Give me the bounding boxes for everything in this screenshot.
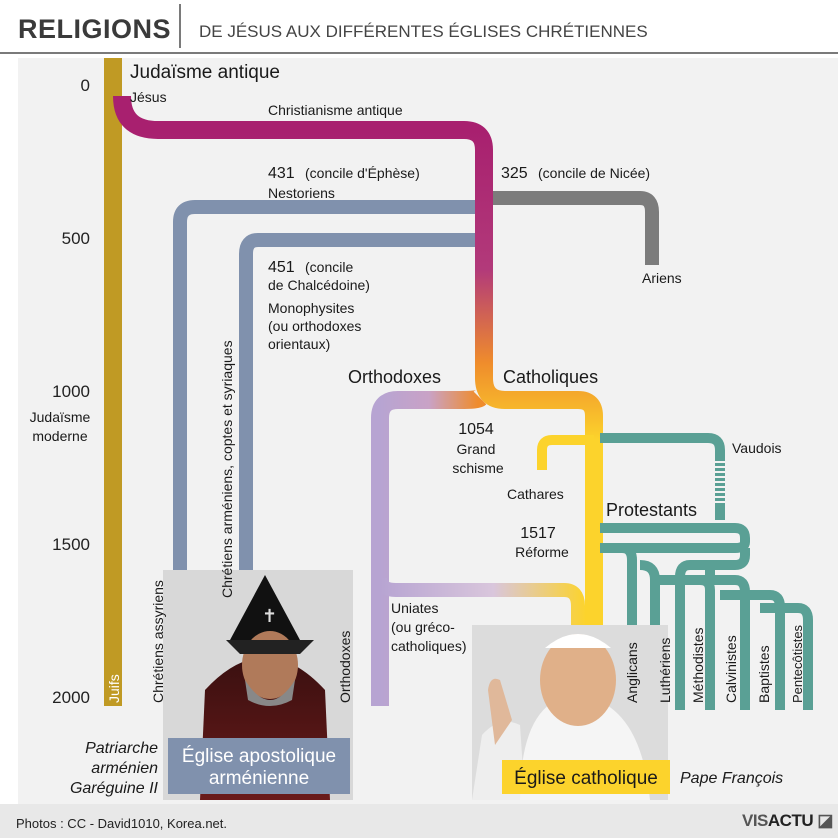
armenian-church-banner [168,738,350,794]
year-2000: 2000 [52,688,90,707]
ancient-christianity-label: Christianisme antique [268,102,403,118]
ancient-judaism-label: Judaïsme antique [130,62,280,83]
nicaea-note: (concile de Nicée) [538,165,650,181]
christianity-trunk [113,95,603,706]
uniates-branch [373,577,585,706]
monophysites-label-3: orientaux) [268,336,330,352]
jesus-label: Jésus [130,89,167,105]
lutherans-label: Luthériens [657,638,673,703]
logo-part-b: ACTU [767,811,814,830]
armenian-coptic-syriac-label: Chrétiens arméniens, coptes et syriaques [219,340,235,598]
page-subtitle: DE JÉSUS AUX DIFFÉRENTES ÉGLISES CHRÉTIE… [199,22,648,41]
logo-mark-icon: ◪ [813,811,833,830]
assyrian-christians-label: Chrétiens assyriens [150,580,166,703]
diagram-background [18,58,838,804]
monophysites-label-1: Monophysites [268,300,354,316]
patriarch-caption-1: Patriarche [85,740,158,757]
svg-text:✝: ✝ [262,606,277,626]
reformation-year: 1517 [520,525,556,542]
ephesus-note: (concile d'Éphèse) [305,165,420,181]
schism-label-1: Grand [457,441,496,457]
orthodox-vertical-label: Orthodoxes [337,631,353,703]
nestorians-branch [173,200,484,706]
year-1500: 1500 [52,535,90,554]
anglicans-label: Anglicans [624,642,640,703]
uniates-label-2: (ou gréco- [391,619,455,635]
armenian-church-label-2: arménienne [209,768,309,789]
pope-caption: Pape François [680,770,783,787]
jews-vertical-label: Juifs [106,674,122,703]
schism-label-2: schisme [452,460,504,476]
methodists-label: Méthodistes [690,628,706,703]
monophysites-branch [239,233,484,706]
nicaea-year: 325 [501,165,528,182]
catholic-church-banner [502,760,670,794]
header: RELIGIONS DE JÉSUS AUX DIFFÉRENTES ÉGLIS… [0,0,838,54]
arians-branch [484,191,659,265]
schism-year: 1054 [458,421,494,438]
protestant-tree [600,523,813,710]
logo-part-a: VIS [742,811,768,830]
chalcedon-note-b: de Chalcédoine) [268,277,370,293]
chalcedon-note-a: (concile [305,259,353,275]
waldensians-label: Vaudois [732,440,782,456]
orthodox-branch [371,389,487,706]
year-500: 500 [62,229,90,248]
nestorians-label: Nestoriens [268,185,335,201]
orthodox-heading: Orthodoxes [348,367,441,387]
religion-tree-diagram: ✝ 0 500 1000 1500 2000 Judaïsme antique … [18,58,838,804]
ephesus-year: 431 [268,165,295,182]
chalcedon-year: 451 [268,259,295,276]
patriarch-caption-2: arménien [91,760,158,777]
judaism-line [104,58,122,706]
header-divider [179,4,181,48]
year-0: 0 [81,76,90,95]
protestants-heading: Protestants [606,500,697,520]
armenian-church-label-1: Église apostolique [182,746,336,767]
year-1000: 1000 [52,382,90,401]
reformation-label: Réforme [515,544,569,560]
modern-judaism-label-1: Judaïsme [30,409,91,425]
cathars-branch [537,435,594,470]
patriarch-caption-3: Garéguine II [70,780,159,797]
pentecostals-label: Pentecôtistes [790,624,805,703]
uniates-label-3: catholiques) [391,638,467,654]
footer: Photos : CC - David1010, Korea.net. VISA… [0,804,838,838]
page-title: RELIGIONS [18,14,172,44]
photo-credit: Photos : CC - David1010, Korea.net. [16,816,228,831]
visactu-logo: VISACTU ◪ [742,811,833,831]
catholic-heading: Catholiques [503,367,598,387]
modern-judaism-label-2: moderne [32,428,87,444]
calvinists-label: Calvinistes [723,635,739,703]
waldensians-branch [600,433,725,458]
cathars-label: Cathares [507,486,564,502]
arians-label: Ariens [642,270,682,286]
baptists-label: Baptistes [756,645,772,703]
monophysites-label-2: (ou orthodoxes [268,318,361,334]
uniates-label-1: Uniates [391,600,438,616]
catholic-church-label: Église catholique [514,768,658,789]
